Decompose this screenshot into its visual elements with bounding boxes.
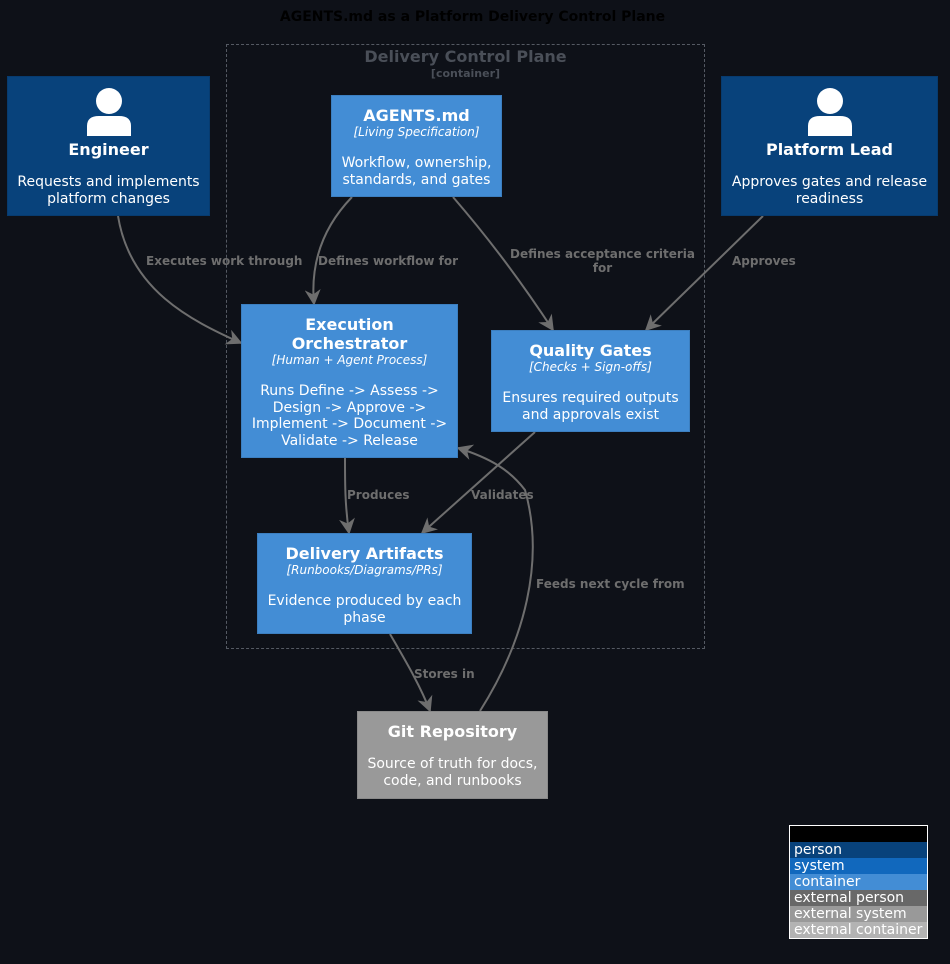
git-repository-node[interactable]: Git Repository Source of truth for docs,…	[357, 711, 548, 799]
edge-orchestrator-to-artifacts	[339, 457, 355, 535]
node-name: Execution Orchestrator	[291, 315, 408, 353]
edge-quality-gates-to-artifacts	[420, 431, 536, 535]
node-name: Platform Lead	[765, 140, 894, 159]
edge-label-approves: Approves	[732, 254, 796, 268]
diagram-title: AGENTS.md as a Platform Delivery Control…	[279, 9, 666, 25]
edge-label-feeds-next-cycle-from: Feeds next cycle from	[536, 577, 685, 591]
node-description: Source of truth for docs, code, and runb…	[367, 756, 538, 789]
edge-agents-to-orchestrator	[304, 196, 353, 306]
edge-engineer-to-orchestrator	[117, 215, 243, 345]
node-name: AGENTS.md	[363, 106, 470, 125]
node-technology: [Living Specification]	[353, 125, 480, 139]
legend-item-external-person: external person	[790, 890, 927, 906]
edge-label-validates: Validates	[471, 488, 534, 502]
node-name: Engineer	[68, 140, 149, 159]
node-name: Quality Gates	[529, 341, 652, 360]
legend-item-external-system: external system	[790, 906, 927, 922]
legend: Legend person system container external …	[789, 825, 928, 939]
legend-item-container: container	[790, 874, 927, 890]
agents-md-node[interactable]: AGENTS.md [Living Specification] Workflo…	[331, 95, 502, 197]
node-description: Workflow, ownership, standards, and gate…	[341, 155, 492, 188]
edge-label-produces: Produces	[347, 488, 410, 502]
person-icon	[86, 88, 131, 136]
quality-gates-node[interactable]: Quality Gates [Checks + Sign-offs] Ensur…	[491, 330, 690, 432]
edge-git-to-orchestrator	[456, 444, 534, 712]
legend-item-system: system	[790, 858, 927, 874]
edge-label-executes-work-through: Executes work through	[146, 254, 303, 268]
execution-orchestrator-node[interactable]: Execution Orchestrator [Human + Agent Pr…	[241, 304, 458, 458]
legend-item-external-container: external container	[790, 922, 927, 938]
edge-label-defines-acceptance-criteria: Defines acceptance criteria for	[509, 247, 695, 275]
node-name: Git Repository	[387, 722, 518, 741]
delivery-control-plane-boundary: Delivery Control Plane [container]	[226, 44, 705, 649]
node-name: Delivery Artifacts	[285, 544, 444, 563]
node-description: Evidence produced by each phase	[267, 593, 462, 626]
edge-agents-to-quality-gates	[452, 196, 554, 332]
boundary-type: [container]	[430, 67, 501, 80]
boundary-title: Delivery Control Plane	[364, 47, 567, 66]
node-technology: [Runbooks/Diagrams/PRs]	[286, 563, 443, 577]
node-technology: [Checks + Sign-offs]	[529, 360, 652, 374]
edge-lead-to-quality-gates	[644, 215, 764, 332]
node-technology: [Human + Agent Process]	[271, 353, 428, 367]
node-description: Approves gates and release readiness	[731, 174, 928, 207]
node-description: Ensures required outputs and approvals e…	[502, 390, 679, 423]
edge-label-stores-in: Stores in	[414, 667, 475, 681]
legend-title: Legend	[790, 826, 927, 842]
platform-lead-node[interactable]: Platform Lead Approves gates and release…	[721, 76, 938, 216]
legend-item-person: person	[790, 842, 927, 858]
delivery-artifacts-node[interactable]: Delivery Artifacts [Runbooks/Diagrams/PR…	[257, 533, 472, 634]
edge-artifacts-to-git	[389, 633, 433, 713]
node-description: Requests and implements platform changes	[17, 174, 200, 207]
engineer-node[interactable]: Engineer Requests and implements platfor…	[7, 76, 210, 216]
person-icon	[807, 88, 852, 136]
edge-label-defines-workflow-for: Defines workflow for	[318, 254, 459, 268]
node-description: Runs Define -> Assess -> Design -> Appro…	[251, 383, 448, 449]
